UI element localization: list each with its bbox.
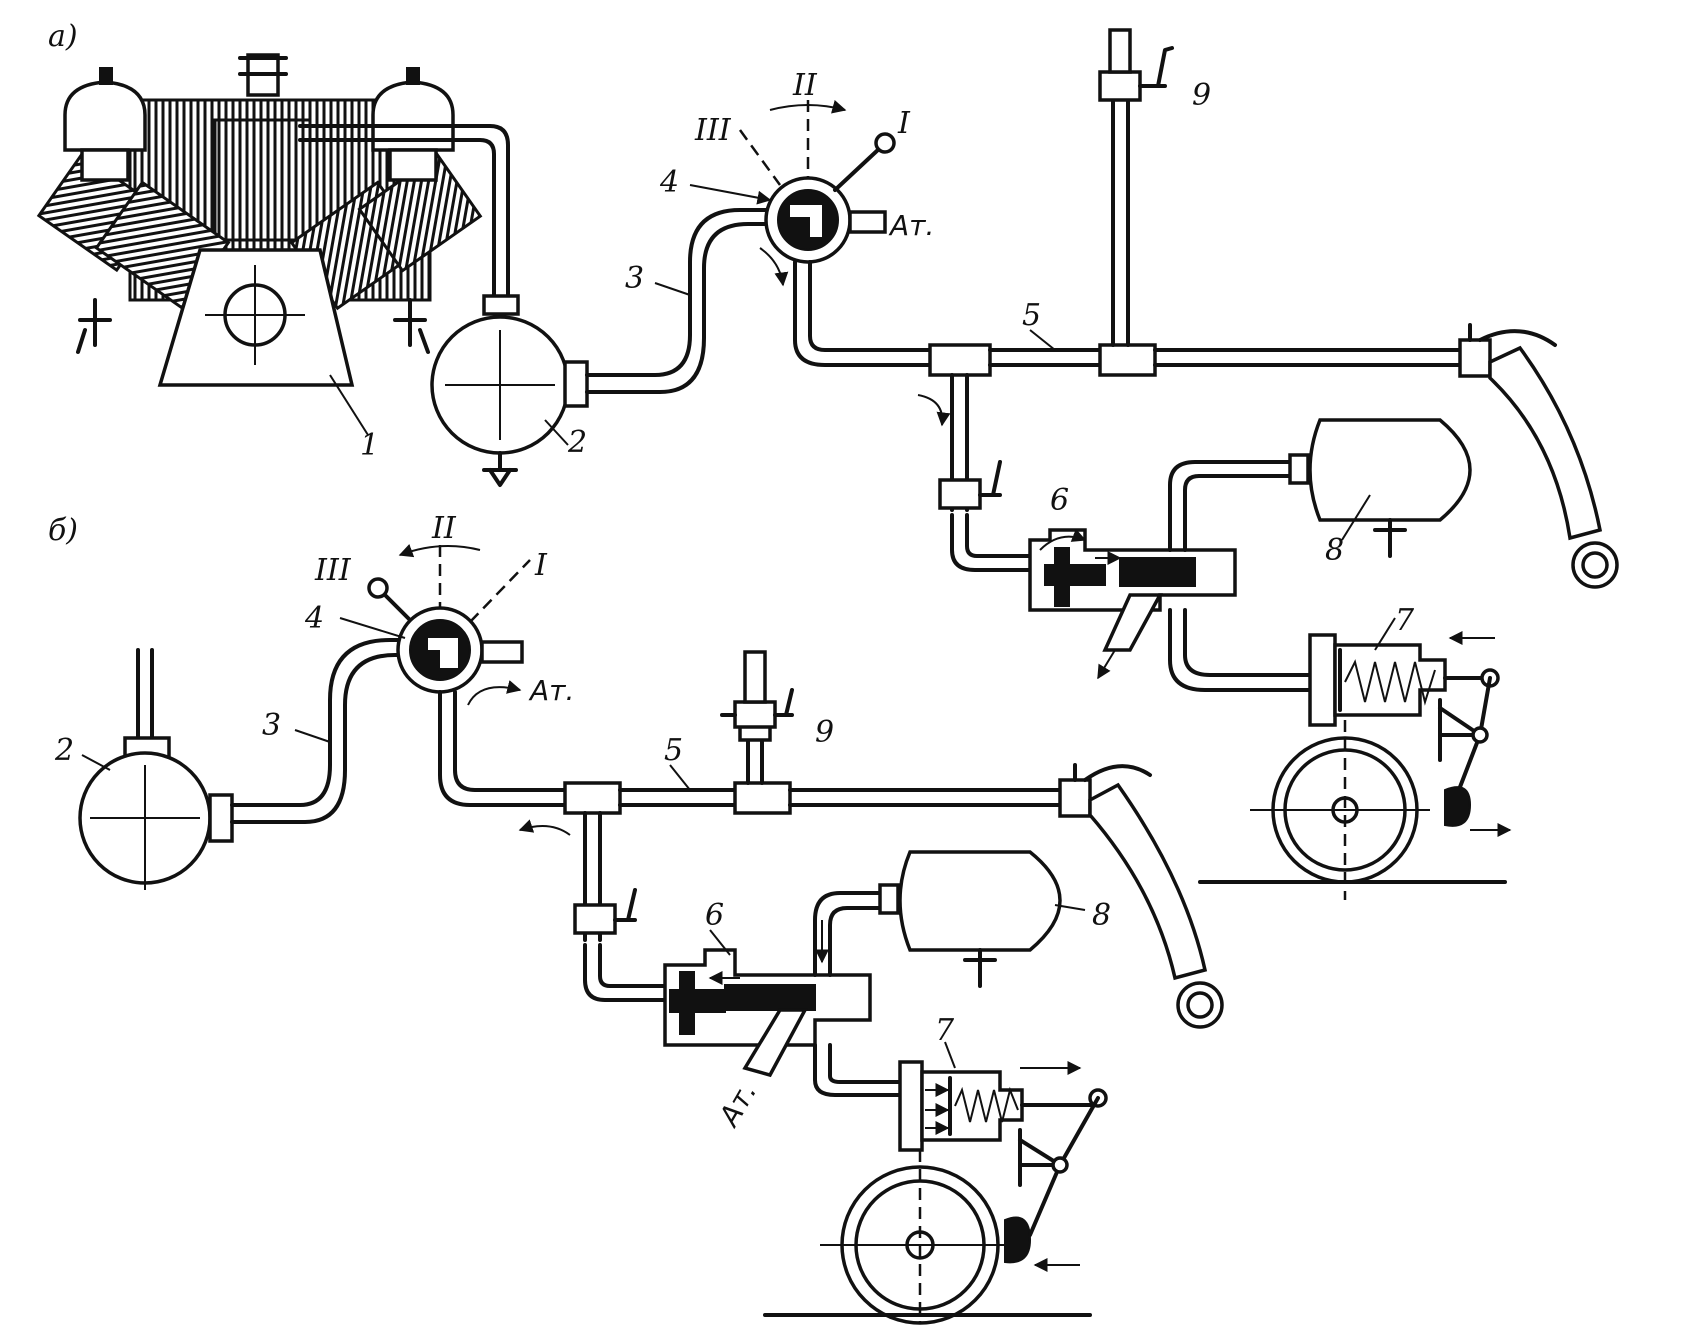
position-III-label: III bbox=[314, 553, 352, 588]
panel-a-label: а) bbox=[48, 19, 78, 54]
reservoir-drain-valve-icon bbox=[482, 451, 518, 487]
position-III-label: III bbox=[694, 113, 732, 148]
compressor: 1 bbox=[36, 53, 483, 463]
label-9: 9 bbox=[1192, 78, 1211, 113]
wheel-and-rigging bbox=[1198, 668, 1512, 900]
label-9: 9 bbox=[815, 715, 834, 750]
compressor-center-cylinder bbox=[213, 118, 312, 242]
main-reservoir: 2 bbox=[430, 294, 589, 487]
aux-reservoir-drain-icon bbox=[1373, 518, 1407, 558]
brake-hose-b bbox=[1088, 782, 1208, 981]
label-5: 5 bbox=[664, 733, 683, 768]
valve-handle-knob bbox=[874, 132, 896, 154]
emergency-valve-9 bbox=[1098, 70, 1142, 102]
tee-fitting-b2 bbox=[733, 781, 792, 815]
triple-valve: 6 bbox=[1028, 483, 1237, 680]
tee-fitting-b1 bbox=[563, 781, 622, 815]
label-8: 8 bbox=[1092, 898, 1111, 933]
auxiliary-reservoir-b: 8 bbox=[878, 850, 1111, 988]
label-4: 4 bbox=[304, 601, 324, 636]
label-3: 3 bbox=[625, 261, 644, 296]
pipe-3-b bbox=[230, 638, 412, 807]
emergency-valve-handle-icon bbox=[1138, 46, 1174, 88]
brake-cylinder: 7 bbox=[1308, 603, 1495, 727]
label-4: 4 bbox=[659, 165, 679, 200]
emergency-valve-9-b bbox=[733, 700, 777, 729]
position-II-label: II bbox=[431, 511, 457, 546]
atmosphere-port bbox=[848, 210, 887, 234]
brake-pipe-5 bbox=[793, 260, 932, 367]
valve-handle-b bbox=[383, 593, 412, 622]
pipe-3 bbox=[585, 208, 782, 377]
label-1: 1 bbox=[360, 428, 379, 463]
atm-label-1: Ат. bbox=[528, 674, 574, 707]
position-I-label: I bbox=[534, 548, 548, 583]
brake-shoe bbox=[1444, 786, 1472, 827]
handle-rotation-arrow-b bbox=[398, 544, 481, 558]
panel-b-label: б) bbox=[48, 513, 78, 548]
compressor-left-dome bbox=[63, 80, 147, 152]
end-cock-b bbox=[1058, 778, 1092, 818]
branch-cock bbox=[938, 478, 982, 510]
label-7: 7 bbox=[935, 1013, 955, 1048]
brake-hose bbox=[1488, 345, 1603, 541]
position-I-label: I bbox=[897, 106, 911, 141]
atm-label-2: Ат. bbox=[711, 1077, 763, 1134]
panel-a: а) bbox=[36, 19, 1619, 900]
branch-cock-b bbox=[573, 903, 617, 935]
panel-b: б) 2 3 II bbox=[48, 511, 1224, 1325]
aux-reservoir-drain-icon-b bbox=[963, 948, 997, 988]
compressor-discharge-pipe bbox=[298, 124, 510, 302]
brake-pipe-5-b bbox=[438, 690, 567, 807]
right-drain-cock-icon bbox=[393, 298, 430, 354]
main-reservoir-b: 2 bbox=[54, 648, 234, 890]
label-2: 2 bbox=[567, 425, 587, 460]
triple-valve-exhaust-b bbox=[742, 1008, 808, 1078]
brake-cylinder-spring-b bbox=[954, 1086, 1019, 1123]
label-7: 7 bbox=[1395, 603, 1415, 638]
handle-rotation-arrow bbox=[769, 99, 847, 114]
end-cock bbox=[1458, 338, 1492, 378]
triple-valve-exhaust bbox=[1102, 593, 1163, 652]
atmosphere-port-b bbox=[480, 640, 524, 664]
brake-cylinder-b: 7 bbox=[898, 1013, 1097, 1152]
label-5: 5 bbox=[1022, 298, 1041, 333]
label-8: 8 bbox=[1325, 533, 1344, 568]
emergency-valve-handle-icon-b bbox=[773, 688, 794, 717]
position-II-label: II bbox=[792, 68, 818, 103]
label-6: 6 bbox=[1050, 483, 1069, 518]
wheel-and-rigging-b bbox=[763, 1088, 1108, 1325]
tee-fitting-1 bbox=[928, 343, 992, 377]
valve-handle-knob-b bbox=[367, 577, 389, 599]
brake-cylinder-spring bbox=[1344, 659, 1436, 706]
label-3: 3 bbox=[262, 708, 281, 743]
atm-label: Ат. bbox=[888, 209, 934, 242]
auxiliary-reservoir: 8 bbox=[1288, 418, 1472, 568]
label-6: 6 bbox=[705, 898, 724, 933]
driver-brake-valve-b: II I III 4 Ат. bbox=[304, 511, 574, 707]
left-drain-cock-icon bbox=[76, 298, 112, 354]
brake-shoe-b bbox=[1004, 1216, 1032, 1264]
compressor-right-outer-cylinder bbox=[357, 152, 483, 273]
tee-fitting-2 bbox=[1098, 343, 1157, 377]
valve-handle bbox=[833, 146, 882, 192]
label-2: 2 bbox=[54, 733, 74, 768]
triple-valve-b: 6 Ат. bbox=[663, 898, 872, 1134]
driver-brake-valve: II I III 4 Ат. bbox=[659, 68, 934, 287]
